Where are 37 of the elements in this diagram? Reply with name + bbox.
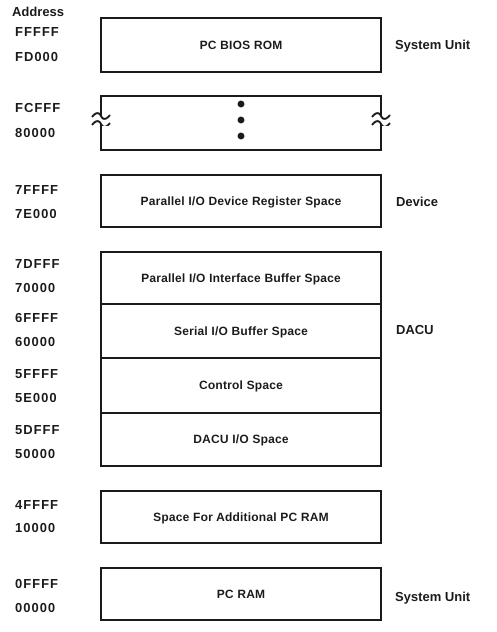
region-label: Serial I/O Buffer Space xyxy=(174,324,308,338)
memory-region-box xyxy=(100,174,382,228)
address-label: 80000 xyxy=(15,125,56,141)
memory-region-box xyxy=(100,17,382,73)
address-label: FCFFF xyxy=(15,100,62,116)
address-label: 50000 xyxy=(15,446,56,462)
address-label: 7DFFF xyxy=(15,256,60,272)
region-label: PC BIOS ROM xyxy=(200,38,282,52)
address-label: 5FFFF xyxy=(15,366,59,382)
column-header: Address xyxy=(12,4,64,20)
region-label: DACU I/O Space xyxy=(193,432,289,447)
memory-gap-box xyxy=(100,95,382,151)
address-label: 7FFFF xyxy=(15,182,59,198)
region-label: Parallel I/O Interface Buffer Space xyxy=(141,270,341,286)
address-label: 0FFFF xyxy=(15,576,59,592)
address-label: 4FFFF xyxy=(15,497,59,513)
region-label: PC RAM xyxy=(216,586,266,602)
address-label: FFFFF xyxy=(15,24,60,40)
address-label: 5DFFF xyxy=(15,422,60,438)
unit-label: System Unit xyxy=(395,37,470,53)
address-label: FD000 xyxy=(15,49,60,65)
memory-region-box xyxy=(100,490,382,544)
address-label: 10000 xyxy=(15,520,56,536)
memory-region-box xyxy=(100,567,382,621)
address-label: 60000 xyxy=(15,334,56,350)
region-label: Space For Additional PC RAM xyxy=(153,510,329,524)
address-label: 70000 xyxy=(15,280,56,296)
address-label: 5E000 xyxy=(15,390,58,406)
address-label: 6FFFF xyxy=(15,310,59,326)
region-group-box xyxy=(100,251,382,467)
unit-label: Device xyxy=(396,194,438,210)
region-label: Control Space xyxy=(199,378,283,393)
region-label: Parallel I/O Device Register Space xyxy=(140,194,342,208)
address-label: 7E000 xyxy=(15,206,58,222)
unit-label: System Unit xyxy=(395,589,470,605)
unit-label: DACU xyxy=(396,322,434,338)
address-label: 00000 xyxy=(15,600,56,616)
